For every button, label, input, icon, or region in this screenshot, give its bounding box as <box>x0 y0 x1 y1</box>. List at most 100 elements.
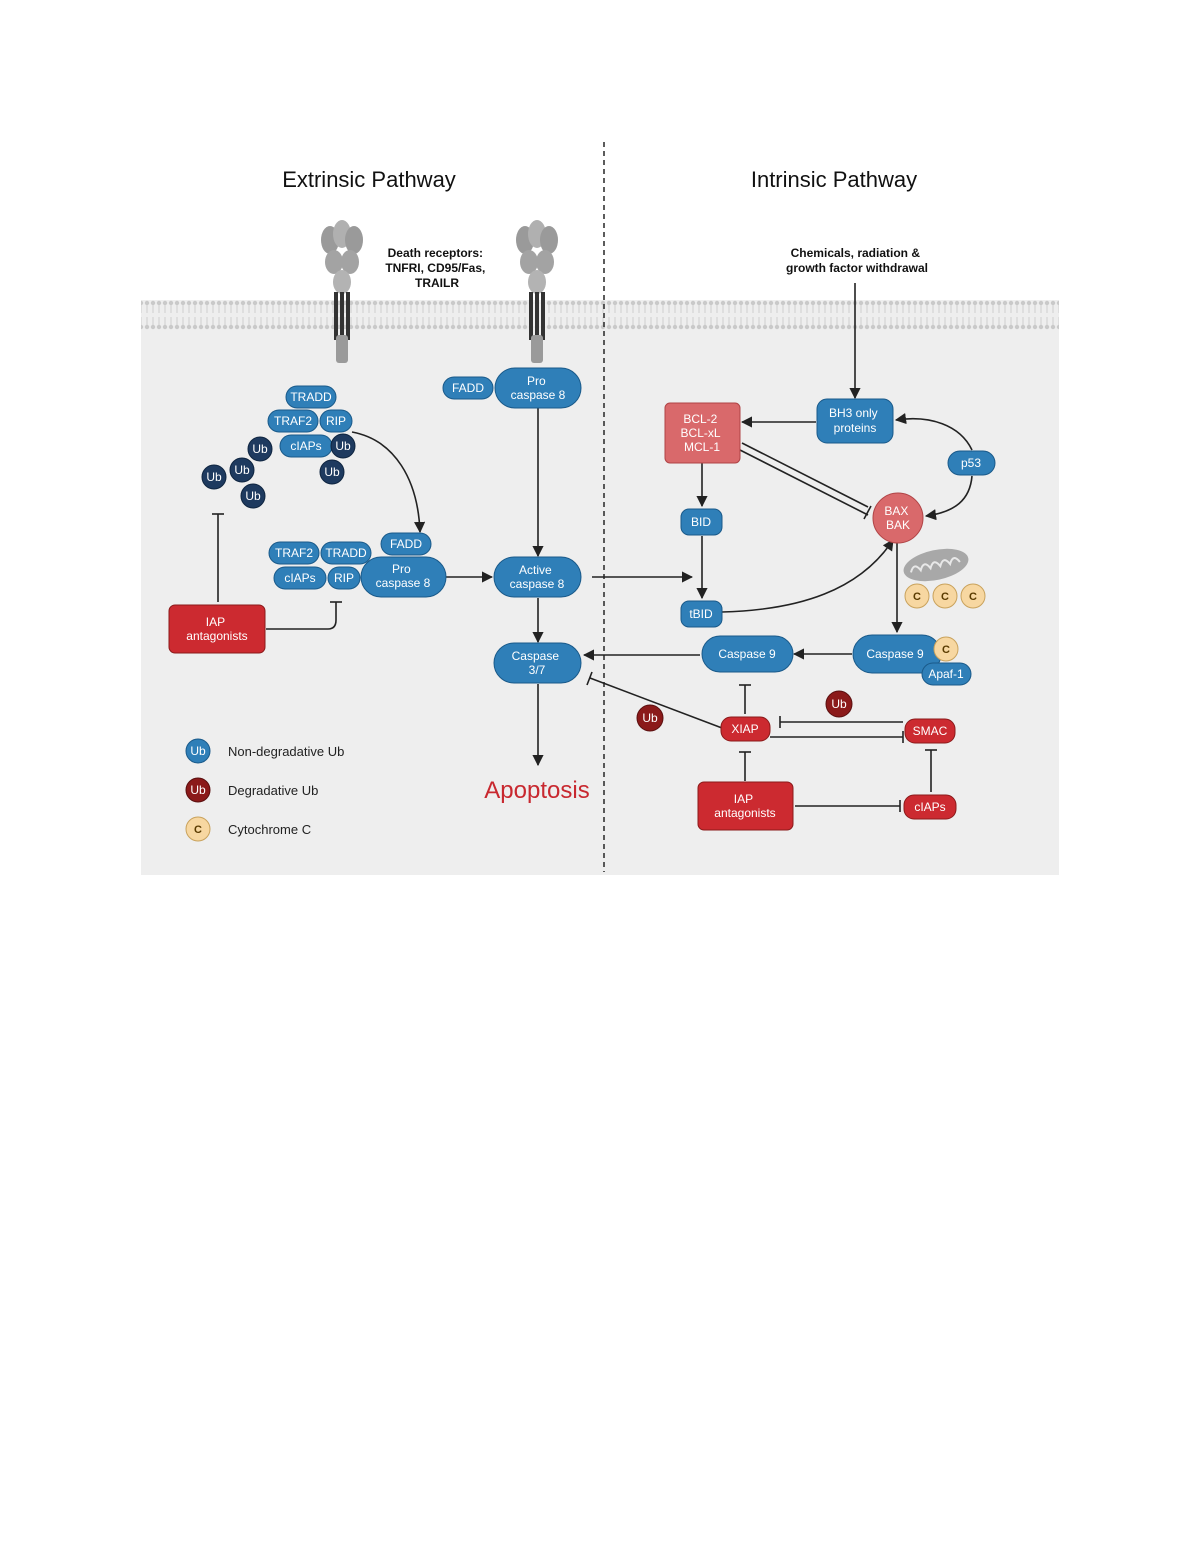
svg-text:SMAC: SMAC <box>913 724 948 738</box>
svg-text:TRADD: TRADD <box>325 546 367 560</box>
svg-text:C: C <box>913 591 921 603</box>
apoptosis-label: Apoptosis <box>484 777 589 804</box>
legend-item-nondegradative-ub: Ub Non-degradative Ub <box>185 738 344 764</box>
svg-text:FADD: FADD <box>452 381 484 395</box>
node-bax-bak: BAX BAK <box>872 492 924 544</box>
svg-text:XIAP: XIAP <box>731 722 758 736</box>
svg-text:TRAF2: TRAF2 <box>275 546 313 560</box>
node-bh3-only: BH3 only proteins <box>816 398 894 444</box>
node-caspase37: Caspase 3/7 <box>493 642 582 684</box>
ub-chain: Ub Ub Ub Ub Ub Ub <box>201 433 356 509</box>
node-fadd-top: FADD <box>442 376 494 400</box>
cytochrome-c-node: C <box>933 636 959 662</box>
node-iap-antagonists-right: IAP antagonists <box>697 781 794 831</box>
node-tradd-top: TRADD <box>285 385 337 409</box>
node-procaspase8-top: Pro caspase 8 <box>494 367 582 409</box>
svg-text:TRAF2: TRAF2 <box>274 414 312 428</box>
svg-text:Ub: Ub <box>190 744 206 758</box>
node-bid: BID <box>680 508 723 536</box>
cytochrome-c-node: C <box>932 583 958 609</box>
edge-tbid-baxbak <box>721 539 894 613</box>
node-ciaps-top: cIAPs <box>279 434 333 458</box>
membrane <box>141 300 1059 330</box>
svg-text:C: C <box>942 644 950 656</box>
svg-text:Caspase 9: Caspase 9 <box>866 647 924 661</box>
node-procaspase8-mid: Pro caspase 8 <box>360 556 447 598</box>
node-iap-antagonists-left: IAP antagonists <box>168 604 266 654</box>
svg-text:Ub: Ub <box>324 465 340 479</box>
svg-text:Ub: Ub <box>642 711 658 725</box>
inhibit-iap-complex2 <box>266 602 337 630</box>
ub-node: Ub <box>240 483 266 509</box>
svg-text:Caspase 9: Caspase 9 <box>718 647 776 661</box>
inhibit-xiap-caspase37 <box>589 677 723 729</box>
node-xiap: XIAP <box>720 716 771 742</box>
svg-text:TRADD: TRADD <box>290 390 332 404</box>
svg-text:cIAPs: cIAPs <box>914 800 945 814</box>
ub-node: Ub <box>201 464 227 490</box>
svg-text:tBID: tBID <box>689 607 713 621</box>
edge-complex1-complex2 <box>351 431 426 534</box>
edge-p53-bh3 <box>894 412 973 451</box>
node-apaf1: Apaf-1 <box>921 662 972 686</box>
svg-text:Pro caspase 8: Pro caspase 8 <box>511 374 566 402</box>
svg-text:Ub: Ub <box>234 463 250 477</box>
node-caspase9: Caspase 9 <box>701 635 794 673</box>
legend: Ub Non-degradative Ub Ub Degradative Ub … <box>185 738 344 842</box>
svg-text:RIP: RIP <box>326 414 346 428</box>
svg-text:C: C <box>194 824 202 836</box>
svg-text:p53: p53 <box>961 456 981 470</box>
node-tradd-mid: TRADD <box>320 541 372 565</box>
node-rip-mid: RIP <box>327 566 361 590</box>
svg-text:Apaf-1: Apaf-1 <box>928 667 964 681</box>
cytochrome-c-cluster: C C C <box>904 583 986 609</box>
node-ciaps-mid: cIAPs <box>273 566 327 590</box>
ub-node: Ub <box>229 457 255 483</box>
node-ciaps-right: cIAPs <box>903 794 957 820</box>
svg-text:Cytochrome C: Cytochrome C <box>228 822 311 837</box>
node-tbid: tBID <box>680 600 723 628</box>
svg-text:BID: BID <box>691 515 711 529</box>
svg-text:Caspase 3/7: Caspase 3/7 <box>512 649 563 677</box>
svg-text:Ub: Ub <box>831 697 847 711</box>
svg-text:BAX BAK: BAX BAK <box>884 504 911 532</box>
death-receptor-icon <box>516 220 558 363</box>
svg-text:Non-degradative Ub: Non-degradative Ub <box>228 744 344 759</box>
edge-p53-baxbak <box>924 475 973 521</box>
svg-text:IAP antagonists: IAP antagonists <box>186 615 247 643</box>
svg-text:Active caspase 8: Active caspase 8 <box>510 563 565 591</box>
node-bcl2-family: BCL-2 BCL-xL MCL-1 <box>664 402 741 464</box>
node-fadd-mid: FADD <box>380 532 432 556</box>
svg-text:cIAPs: cIAPs <box>290 439 321 453</box>
degradative-ub-node: Ub <box>636 704 664 732</box>
cytochrome-c-node: C <box>960 583 986 609</box>
inhibit-bcl2-baxbak <box>741 442 869 508</box>
legend-item-degradative-ub: Ub Degradative Ub <box>185 777 318 803</box>
edges <box>212 283 973 812</box>
svg-text:Ub: Ub <box>335 439 351 453</box>
node-traf2-mid: TRAF2 <box>268 541 320 565</box>
svg-text:Ub: Ub <box>245 489 261 503</box>
ub-node: Ub <box>319 459 345 485</box>
svg-text:cIAPs: cIAPs <box>284 571 315 585</box>
node-rip-top: RIP <box>319 409 353 433</box>
death-receptors-note: Death receptors: TNFRI, CD95/Fas, TRAILR <box>385 246 488 290</box>
svg-text:Ub: Ub <box>252 442 268 456</box>
stimuli-note: Chemicals, radiation & growth factor wit… <box>786 246 928 275</box>
extrinsic-title: Extrinsic Pathway <box>282 167 456 192</box>
node-smac: SMAC <box>904 718 956 744</box>
svg-text:Ub: Ub <box>190 783 206 797</box>
node-traf2-top: TRAF2 <box>267 409 319 433</box>
node-p53: p53 <box>947 450 996 476</box>
svg-text:Ub: Ub <box>206 470 222 484</box>
svg-text:Degradative Ub: Degradative Ub <box>228 783 318 798</box>
intrinsic-title: Intrinsic Pathway <box>751 167 917 192</box>
cytochrome-c-node: C <box>904 583 930 609</box>
node-active-caspase8: Active caspase 8 <box>493 556 582 598</box>
ub-node: Ub <box>247 436 273 462</box>
svg-text:Pro caspase 8: Pro caspase 8 <box>376 562 431 590</box>
legend-item-cytochrome-c: C Cytochrome C <box>185 816 311 842</box>
mitochondrion-icon <box>903 548 969 582</box>
ub-node: Ub <box>330 433 356 459</box>
